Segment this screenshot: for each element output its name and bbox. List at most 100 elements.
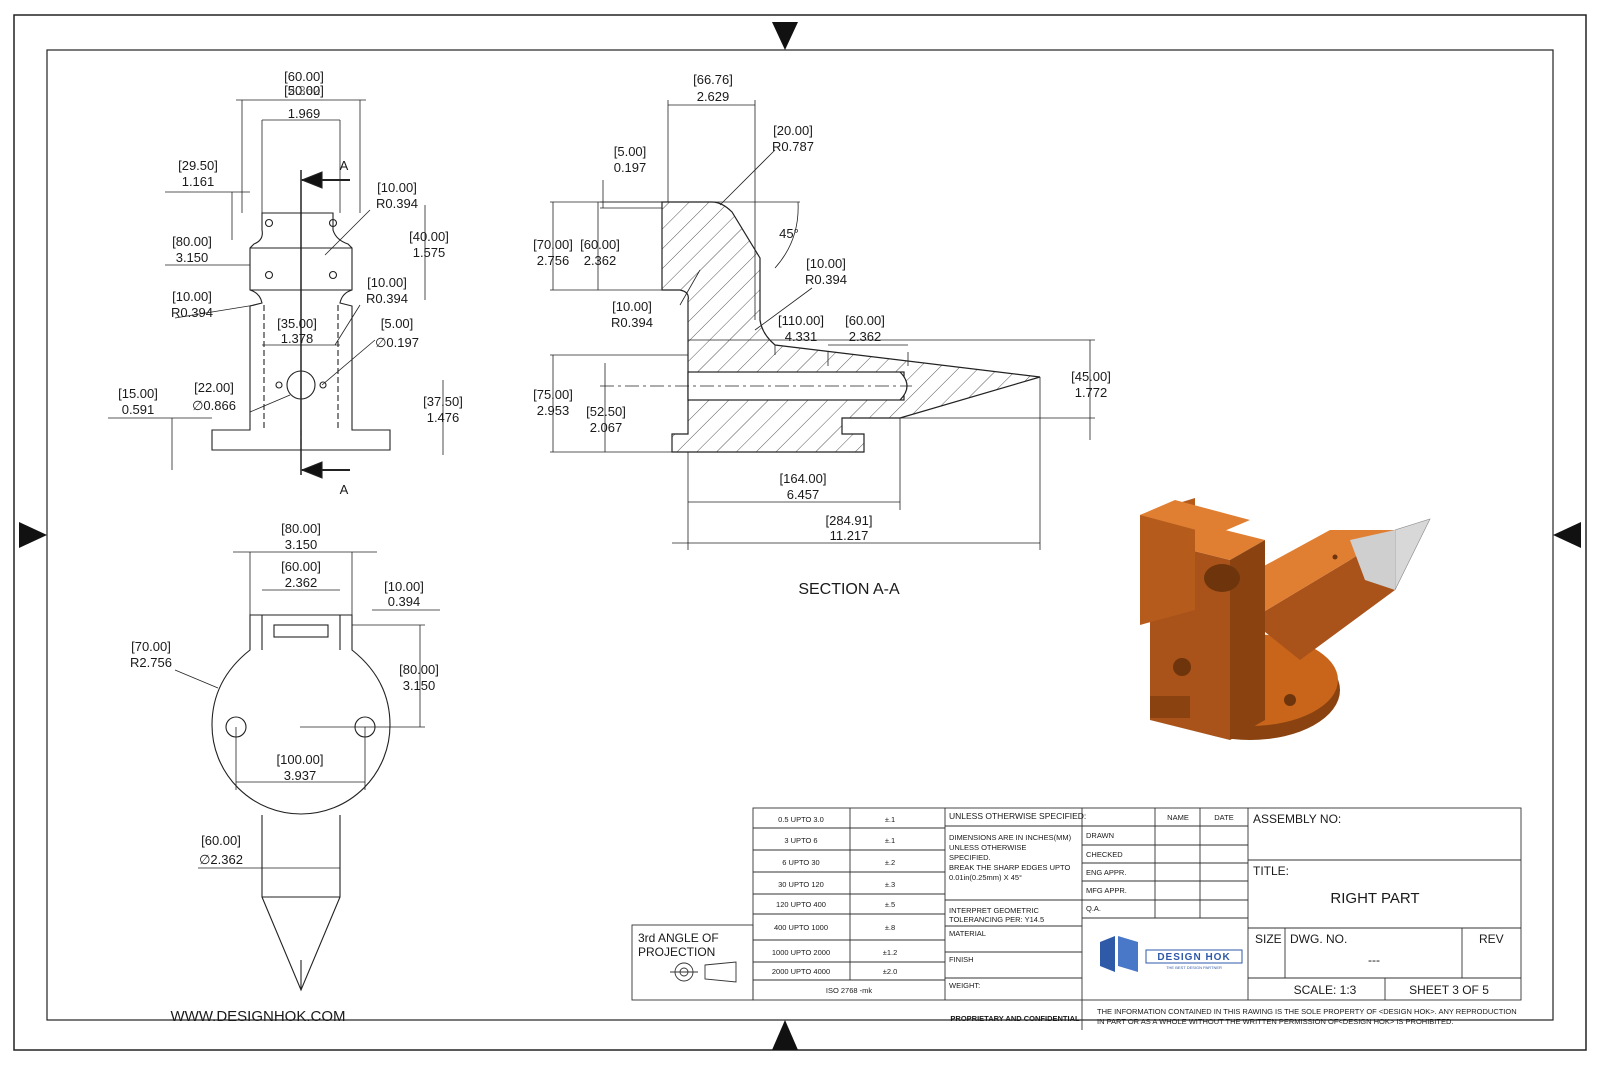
dim-mm: [80.00] (172, 234, 212, 249)
title-label: TITLE: (1253, 864, 1289, 878)
note-line: SPECIFIED. (949, 853, 991, 862)
dim-mm: [37.50] (423, 394, 463, 409)
signoff-row: ENG APPR. (1086, 868, 1126, 877)
dim-mm: [66.76] (693, 72, 733, 87)
tol-range: 6 UPTO 30 (782, 858, 819, 867)
center-mark-right (1553, 522, 1581, 548)
dim-mm: [80.00] (281, 521, 321, 536)
logo-name: DESIGN HOK (1157, 952, 1230, 963)
signoff-row: MFG APPR. (1086, 886, 1127, 895)
top-view (174, 551, 440, 992)
dim-inch: 1.969 (288, 106, 321, 121)
section-view (550, 100, 1095, 550)
dim-inch: R2.756 (130, 655, 172, 670)
dim-inch: R0.394 (805, 272, 847, 287)
dim-inch: 0.394 (388, 594, 421, 609)
dim-inch: R0.394 (171, 305, 213, 320)
dim-mm: [10.00] (612, 299, 652, 314)
note-line: BREAK THE SHARP EDGES UPTO (949, 863, 1070, 872)
signoff-row: Q.A. (1086, 904, 1101, 913)
dim-mm: [10.00] (806, 256, 846, 271)
dim-inch: R0.394 (366, 291, 408, 306)
dim-inch: 3.150 (176, 250, 209, 265)
dim-inch: 1.161 (182, 174, 215, 189)
dim-mm: [110.00] (778, 313, 824, 328)
dim-mm: [10.00] (367, 275, 407, 290)
dim-inch: 6.457 (787, 487, 820, 502)
note-unless: UNLESS OTHERWISE SPECIFIED: (949, 811, 1086, 821)
dim-mm: [52.50] (586, 404, 626, 419)
projection-line1: 3rd ANGLE OF (638, 931, 719, 945)
center-mark-top (772, 22, 798, 50)
signoff-row: CHECKED (1086, 850, 1123, 859)
dim-inch: 2.362 (288, 83, 321, 98)
front-view (108, 99, 444, 479)
assembly-label: ASSEMBLY NO: (1253, 812, 1341, 826)
dim-inch: 2.362 (849, 329, 882, 344)
dim-mm: [60.00] (284, 69, 324, 84)
front-view-dims: [60.00] [50.00] 2.362 1.969 [29.50] 1.16… (118, 69, 463, 497)
outer-border (13, 14, 1587, 1051)
signoff-table: NAME DATE DRAWN CHECKED ENG APPR. MFG AP… (1086, 813, 1234, 913)
dim-inch: 3.150 (403, 678, 436, 693)
dim-inch: 2.629 (697, 89, 730, 104)
note-line: DIMENSIONS ARE IN INCHES(MM) (949, 833, 1072, 842)
rev-label: REV (1479, 932, 1504, 946)
tol-range: 120 UPTO 400 (776, 900, 826, 909)
tol-range: 30 UPTO 120 (778, 880, 824, 889)
proprietary-label: PROPRIETARY AND CONFIDENTIAL (950, 1014, 1080, 1023)
dim-mm: [22.00] (194, 380, 234, 395)
dim-inch: 1.772 (1075, 385, 1108, 400)
projection-line2: PROJECTION (638, 945, 715, 959)
iso-note: ISO 2768 -mk (826, 986, 873, 995)
dim-inch: 2.362 (584, 253, 617, 268)
note-finish: FINISH (949, 955, 974, 964)
signoff-name-header: NAME (1167, 813, 1189, 822)
dim-mm: [50.00] (284, 83, 324, 98)
disclaimer-line1: THE INFORMATION CONTAINED IN THIS RAWING… (1097, 1007, 1517, 1016)
dim-mm: [75.00] (533, 387, 573, 402)
dim-mm: [70.00] (131, 639, 171, 654)
tolerance-table: 0.5 UPTO 3.0 ±.1 3 UPTO 6 ±.1 6 UPTO 30 … (772, 815, 897, 995)
dim-inch: R0.394 (611, 315, 653, 330)
logo-tagline: THE BEST DESIGN PARTNER (1166, 965, 1222, 970)
tol-range: 2000 UPTO 4000 (772, 967, 830, 976)
dim-inch: R0.787 (772, 139, 814, 154)
sheet-label: SHEET 3 OF 5 (1409, 983, 1489, 997)
dim-inch: ∅2.362 (199, 852, 243, 867)
dim-mm: [60.00] (281, 559, 321, 574)
title-block-lines (631, 807, 1522, 1030)
dim-mm: [10.00] (384, 579, 424, 594)
disclaimer-line2: IN PART OR AS A WHOLE WITHOUT THE WRITTE… (1097, 1017, 1453, 1026)
signoff-date-header: DATE (1214, 813, 1233, 822)
section-mark-bottom: A (340, 482, 349, 497)
tol-value: ±.3 (885, 880, 895, 889)
dim-inch: 2.067 (590, 420, 623, 435)
dim-mm: [10.00] (172, 289, 212, 304)
signoff-row: DRAWN (1086, 831, 1114, 840)
note-line: UNLESS OTHERWISE (949, 843, 1026, 852)
note-weight: WEIGHT: (949, 981, 980, 990)
tol-value: ±.1 (885, 836, 895, 845)
section-view-dims: [66.76] 2.629 [20.00] R0.787 [5.00] 0.19… (533, 72, 1111, 598)
dim-inch: 0.591 (122, 402, 155, 417)
dim-inch: 1.378 (281, 331, 314, 346)
tol-value: ±.1 (885, 815, 895, 824)
note-line: INTERPRET GEOMETRIC (949, 906, 1039, 915)
dim-mm: [70.00] (533, 237, 573, 252)
dim-mm: [15.00] (118, 386, 158, 401)
dim-inch: 2.362 (285, 575, 318, 590)
section-title: SECTION A-A (798, 581, 900, 598)
dim-inch: 2.756 (537, 253, 570, 268)
dim-mm: [10.00] (377, 180, 417, 195)
tol-range: 0.5 UPTO 3.0 (778, 815, 824, 824)
dim-mm: [100.00] (277, 752, 324, 767)
dim-inch: 11.217 (830, 528, 869, 543)
drawing-title: RIGHT PART (1330, 890, 1419, 907)
dim-inch: ∅0.866 (192, 398, 236, 413)
center-mark-bottom (772, 1020, 798, 1050)
dim-mm: [60.00] (845, 313, 885, 328)
tol-range: 400 UPTO 1000 (774, 923, 828, 932)
tol-range: 3 UPTO 6 (784, 836, 817, 845)
